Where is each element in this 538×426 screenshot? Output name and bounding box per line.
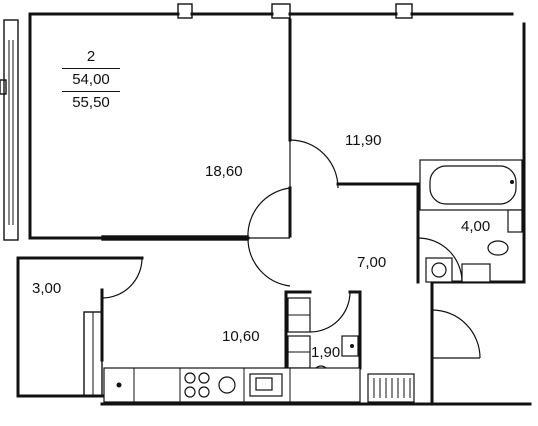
interior-walls [16,18,420,370]
bathroom-area: 4,00 [461,218,491,235]
wc-sink [341,335,359,357]
rooms-count: 2 [86,48,96,65]
radiator [367,373,415,403]
bathtub [419,159,523,211]
bedroom-area: 11,90 [345,132,382,149]
storage-shelves [287,297,311,369]
doors [101,139,481,359]
summary-divider [62,68,120,69]
kitchen-counter [103,367,361,403]
living-room-area: 18,60 [205,163,243,180]
wc-area: 1,90 [311,344,341,361]
balcony-area: 3,00 [32,280,62,297]
summary-divider [62,91,120,92]
apartment-summary: 2 54,00 55,50 [60,46,122,114]
balcony-railing [83,311,103,397]
hall-area: 7,00 [357,254,387,271]
window-left [0,19,19,241]
kitchen-area: 10,60 [222,328,260,345]
washbasin [487,209,523,256]
washing-machine [425,257,491,283]
total-area: 54,00 [72,71,110,88]
full-area: 55,50 [72,94,110,111]
